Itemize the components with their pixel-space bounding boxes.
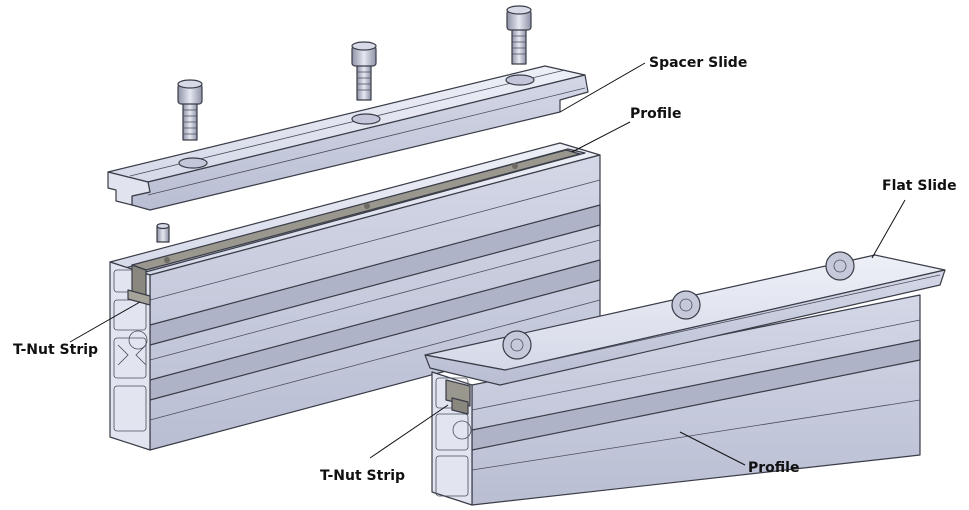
label-spacer-slide: Spacer Slide — [649, 55, 747, 71]
label-profile-top: Profile — [630, 106, 681, 122]
bolt-2 — [351, 41, 377, 101]
bolt-1 — [177, 79, 203, 141]
flat-slide — [424, 251, 946, 386]
leader-flat-slide — [871, 199, 906, 259]
set-screw — [156, 222, 170, 243]
leader-profile-top — [571, 121, 631, 153]
label-flat-slide: Flat Slide — [882, 178, 957, 194]
spacer-slide — [107, 65, 589, 211]
leader-tnut-right — [369, 404, 449, 459]
tnut-strip-right — [445, 379, 471, 415]
label-tnut-strip-right: T-Nut Strip — [320, 468, 405, 484]
leader-tnut-left — [69, 301, 141, 343]
label-profile-bottom: Profile — [748, 460, 799, 476]
profile-right — [431, 294, 921, 506]
bolt-3 — [506, 5, 532, 65]
leader-spacer-slide — [559, 62, 646, 113]
leader-profile-bottom — [679, 431, 746, 466]
tnut-strip-left — [127, 149, 581, 306]
label-tnut-strip-left: T-Nut Strip — [13, 342, 98, 358]
